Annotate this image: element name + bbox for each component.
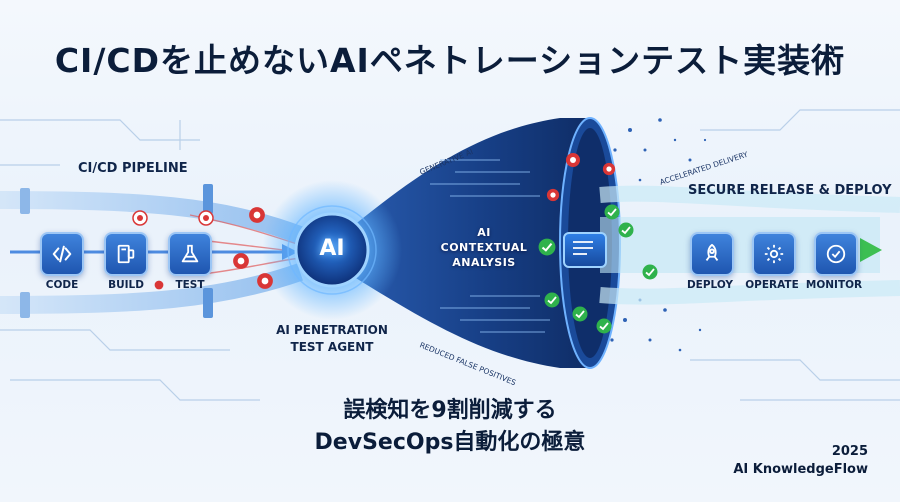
list-icon [573, 241, 593, 255]
check-icon [596, 318, 612, 334]
page-title: CI/CDを止めないAIペネトレーションテスト実装術 [54, 41, 846, 80]
gear-icon [764, 244, 784, 264]
release-heading: SECURE RELEASE & DEPLOY [688, 183, 892, 198]
stage-test [168, 232, 212, 276]
rocket-icon [705, 243, 719, 261]
stage-test-label: TEST [175, 279, 205, 291]
bug-icon [566, 153, 580, 167]
bug-icon [132, 210, 148, 226]
bug-icon [546, 188, 560, 202]
stage-monitor [814, 232, 858, 276]
subtitle-line2: DevSecOps自動化の極意 [314, 430, 586, 455]
analysis-line2: CONTEXTUAL [440, 241, 528, 254]
stage-code-label: CODE [45, 279, 79, 291]
stage-operate-label: OPERATE [745, 279, 799, 291]
bug-icon [154, 280, 164, 290]
bug-icon [198, 210, 214, 226]
check-icon [642, 264, 658, 280]
ai-core-badge: AI [319, 236, 345, 261]
stage-code [40, 232, 84, 276]
build-icon [117, 244, 135, 264]
code-icon [52, 245, 72, 263]
bug-icon [602, 162, 616, 176]
bug-icon [249, 207, 265, 223]
bug-icon [257, 273, 273, 289]
footer-brand: AI KnowledgeFlow [733, 462, 868, 477]
analysis-line3: ANALYSIS [452, 256, 516, 269]
agent-label-line1: AI PENETRATION [276, 323, 388, 337]
bug-icon [233, 253, 249, 269]
footer-year: 2025 [831, 444, 868, 459]
subtitle-line1: 誤検知を9割削減する [343, 398, 557, 423]
analysis-line1: AI [477, 226, 491, 239]
check-icon [538, 238, 556, 256]
report-card [563, 232, 607, 268]
stage-operate [752, 232, 796, 276]
agent-label-line2: TEST AGENT [290, 340, 374, 354]
check-icon [572, 306, 588, 322]
check-icon [544, 292, 560, 308]
stage-deploy [690, 232, 734, 276]
stage-build [104, 232, 148, 276]
gauge-icon [826, 244, 846, 264]
stage-build-label: BUILD [108, 279, 144, 291]
flask-icon [181, 244, 199, 263]
stage-deploy-label: DEPLOY [686, 279, 734, 291]
stage-monitor-label: MONITOR [805, 279, 863, 291]
pipeline-heading: CI/CD PIPELINE [78, 161, 188, 176]
check-icon [604, 204, 620, 220]
check-icon [618, 222, 634, 238]
